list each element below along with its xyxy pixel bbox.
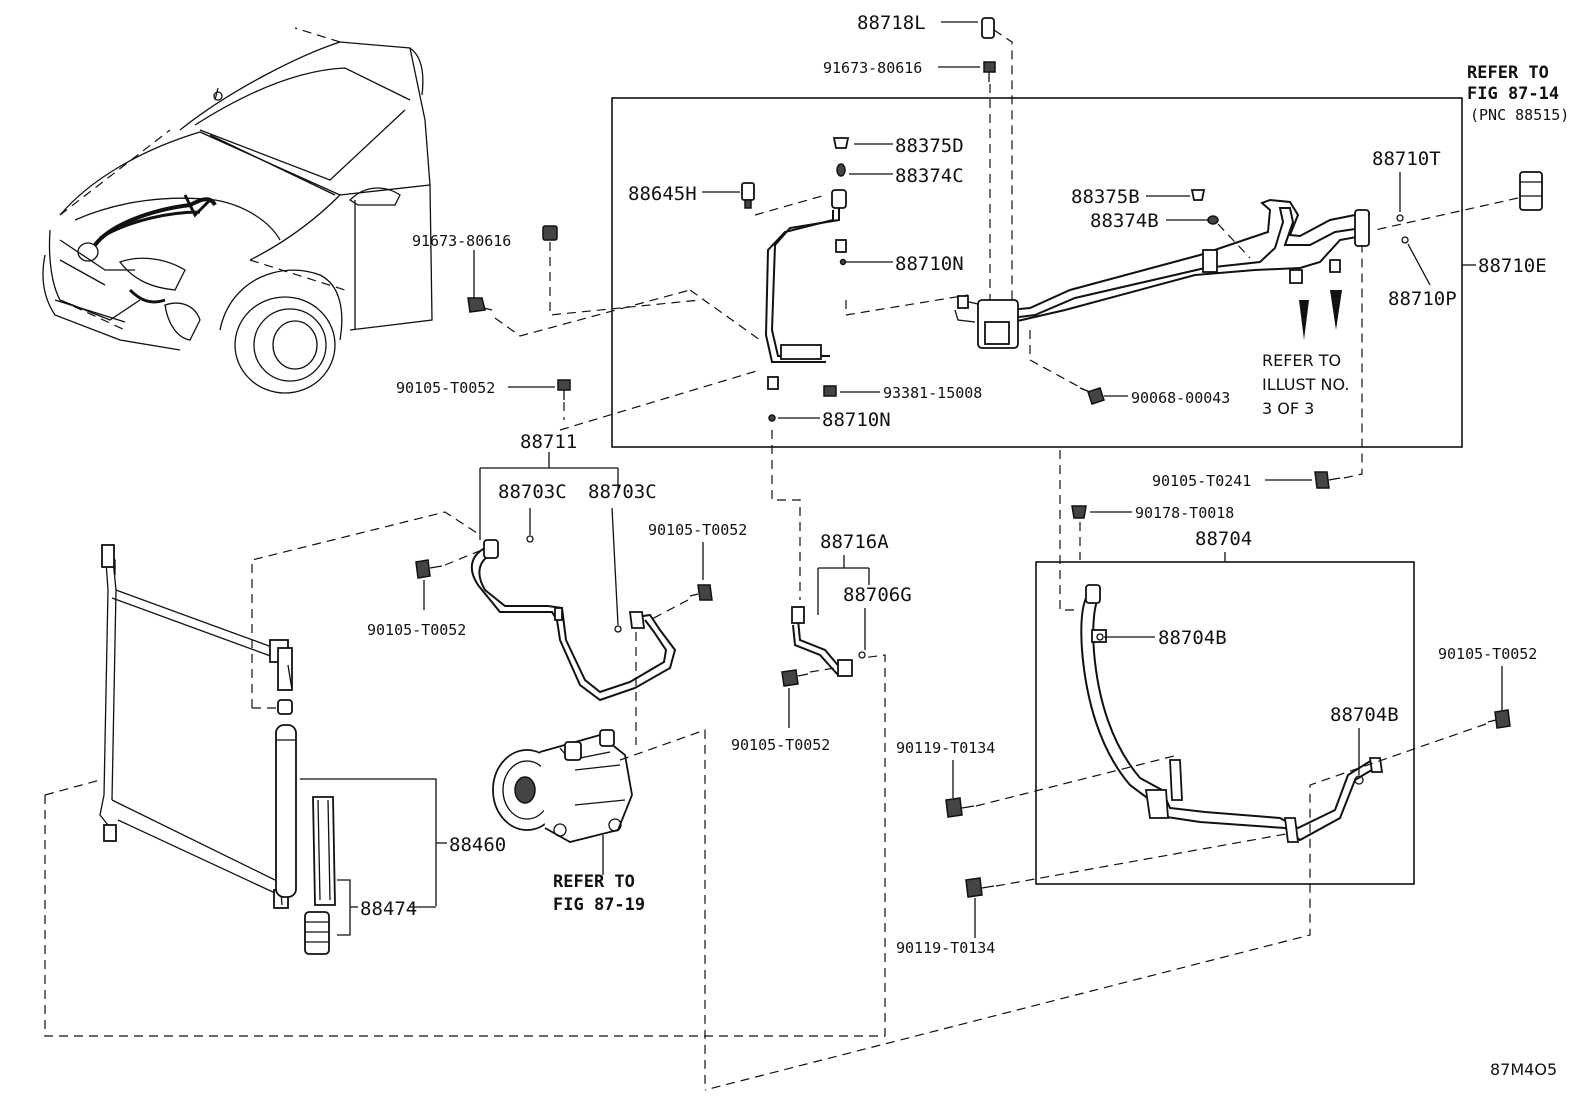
label-88703C-b: 88703C	[588, 481, 657, 503]
label-88375B: 88375B	[1071, 186, 1140, 208]
part-90119-T0134-b: 90119-T0134	[896, 833, 1287, 957]
tube-assembly-box	[611, 97, 1463, 448]
label-88711: 88711	[520, 431, 577, 453]
part-91673-80616-left: 91673-80616	[412, 225, 701, 337]
label-88704: 88704	[1195, 528, 1252, 550]
part-88704B-b: 88704B	[1330, 704, 1399, 785]
vehicle-illustration	[42, 27, 433, 394]
label-88710N-top: 88710N	[895, 253, 964, 275]
ref-fig8714-line1: REFER TO	[1467, 63, 1549, 83]
label-88703C-a: 88703C	[498, 481, 567, 503]
label-93381-15008: 93381-15008	[883, 384, 982, 402]
part-88716A: 88716A 88706G	[791, 531, 912, 677]
label-91673-80616-top: 91673-80616	[823, 59, 922, 77]
label-88710T: 88710T	[1372, 148, 1441, 170]
part-90105-T0052-c: 90105-T0052	[648, 521, 747, 621]
label-88706G: 88706G	[843, 584, 912, 606]
part-88703C-b: 88703C	[588, 481, 657, 633]
part-90105-T0052-d: 90105-T0052	[731, 667, 836, 754]
ref-fig8719-line1: REFER TO	[553, 872, 635, 892]
label-90178-T0018: 90178-T0018	[1135, 504, 1234, 522]
part-90105-T0052-b: 90105-T0052	[367, 549, 483, 639]
part-88710T: 88710T	[1372, 148, 1441, 222]
label-90105-T0052-b: 90105-T0052	[367, 621, 466, 639]
label-88718L: 88718L	[857, 12, 926, 34]
part-88374C: 88374C	[836, 163, 964, 187]
ref-fig8714-line2: FIG 87-14	[1467, 84, 1559, 104]
label-88704B-a: 88704B	[1158, 627, 1227, 649]
part-90178-T0018: 90178-T0018	[1059, 450, 1234, 611]
part-88375D: 88375D	[832, 135, 964, 157]
label-90105-T0052-a: 90105-T0052	[396, 379, 495, 397]
label-88710P: 88710P	[1388, 288, 1457, 310]
part-88718L: 88718L	[857, 12, 1013, 340]
part-90105-T0052-e: 90105-T0052	[704, 645, 1537, 1091]
label-90068-00043: 90068-00043	[1131, 389, 1230, 407]
label-88375D: 88375D	[895, 135, 964, 157]
label-88710N-bottom: 88710N	[822, 409, 891, 431]
label-90105-T0052-e: 90105-T0052	[1438, 645, 1537, 663]
part-88710E: 88710E	[1462, 255, 1547, 277]
ref-fig8719-line2: FIG 87-19	[553, 895, 645, 915]
label-88645H: 88645H	[628, 183, 697, 205]
part-90105-T0052-a: 90105-T0052	[396, 379, 571, 420]
label-88460: 88460	[449, 834, 506, 856]
label-90119-T0134-b: 90119-T0134	[896, 939, 995, 957]
condenser-88460: 88460 88474	[44, 511, 886, 1037]
part-90119-T0134-a: 90119-T0134	[896, 739, 1179, 818]
ref-fig8714-line3: (PNC 88515)	[1470, 106, 1569, 124]
label-90119-T0134-a: 90119-T0134	[896, 739, 995, 757]
part-88711: 88711	[479, 431, 619, 540]
part-88375B: 88375B	[1071, 186, 1206, 208]
label-88710E: 88710E	[1478, 255, 1547, 277]
label-90105-T0241: 90105-T0241	[1152, 472, 1251, 490]
tube-88710-left: 88710N	[559, 189, 969, 431]
compressor-assembly: REFER TO FIG 87-19	[492, 632, 706, 1090]
hose-88711	[470, 539, 677, 702]
label-88704B-b: 88704B	[1330, 704, 1399, 726]
part-90105-T0241: 90105-T0241	[1152, 245, 1363, 490]
label-91673-80616-left: 91673-80616	[412, 232, 511, 250]
label-88474: 88474	[360, 898, 417, 920]
part-88710N-bottom: 88710N	[768, 409, 891, 600]
part-91673-80616-top: 91673-80616	[823, 59, 996, 300]
label-88374B: 88374B	[1090, 210, 1159, 232]
part-90068-00043: 90068-00043	[1029, 330, 1230, 407]
ref-illust-line2: ILLUST NO.	[1262, 375, 1349, 394]
part-88704: 88704	[1080, 528, 1384, 843]
part-88703C-a: 88703C	[498, 481, 567, 543]
part-88374B: 88374B	[1090, 210, 1251, 259]
label-90105-T0052-d: 90105-T0052	[731, 736, 830, 754]
ref-illust-line1: REFER TO	[1262, 351, 1341, 370]
part-88710P: 88710P	[1388, 236, 1457, 310]
ref-fig-87-14: REFER TO FIG 87-14 (PNC 88515)	[1374, 63, 1569, 231]
part-88704B-a: 88704B	[1096, 627, 1227, 649]
tube-88710E-assembly: REFER TO ILLUST NO. 3 OF 3	[954, 198, 1370, 418]
label-88374C: 88374C	[895, 165, 964, 187]
label-88716A: 88716A	[820, 531, 889, 553]
ref-illust-line3: 3 OF 3	[1262, 399, 1314, 418]
label-90105-T0052-c: 90105-T0052	[648, 521, 747, 539]
part-88645H-pressure-switch: 88645H	[628, 182, 823, 216]
figure-code: 87M4O5	[1490, 1060, 1557, 1079]
part-93381-15008: 93381-15008	[823, 384, 982, 402]
